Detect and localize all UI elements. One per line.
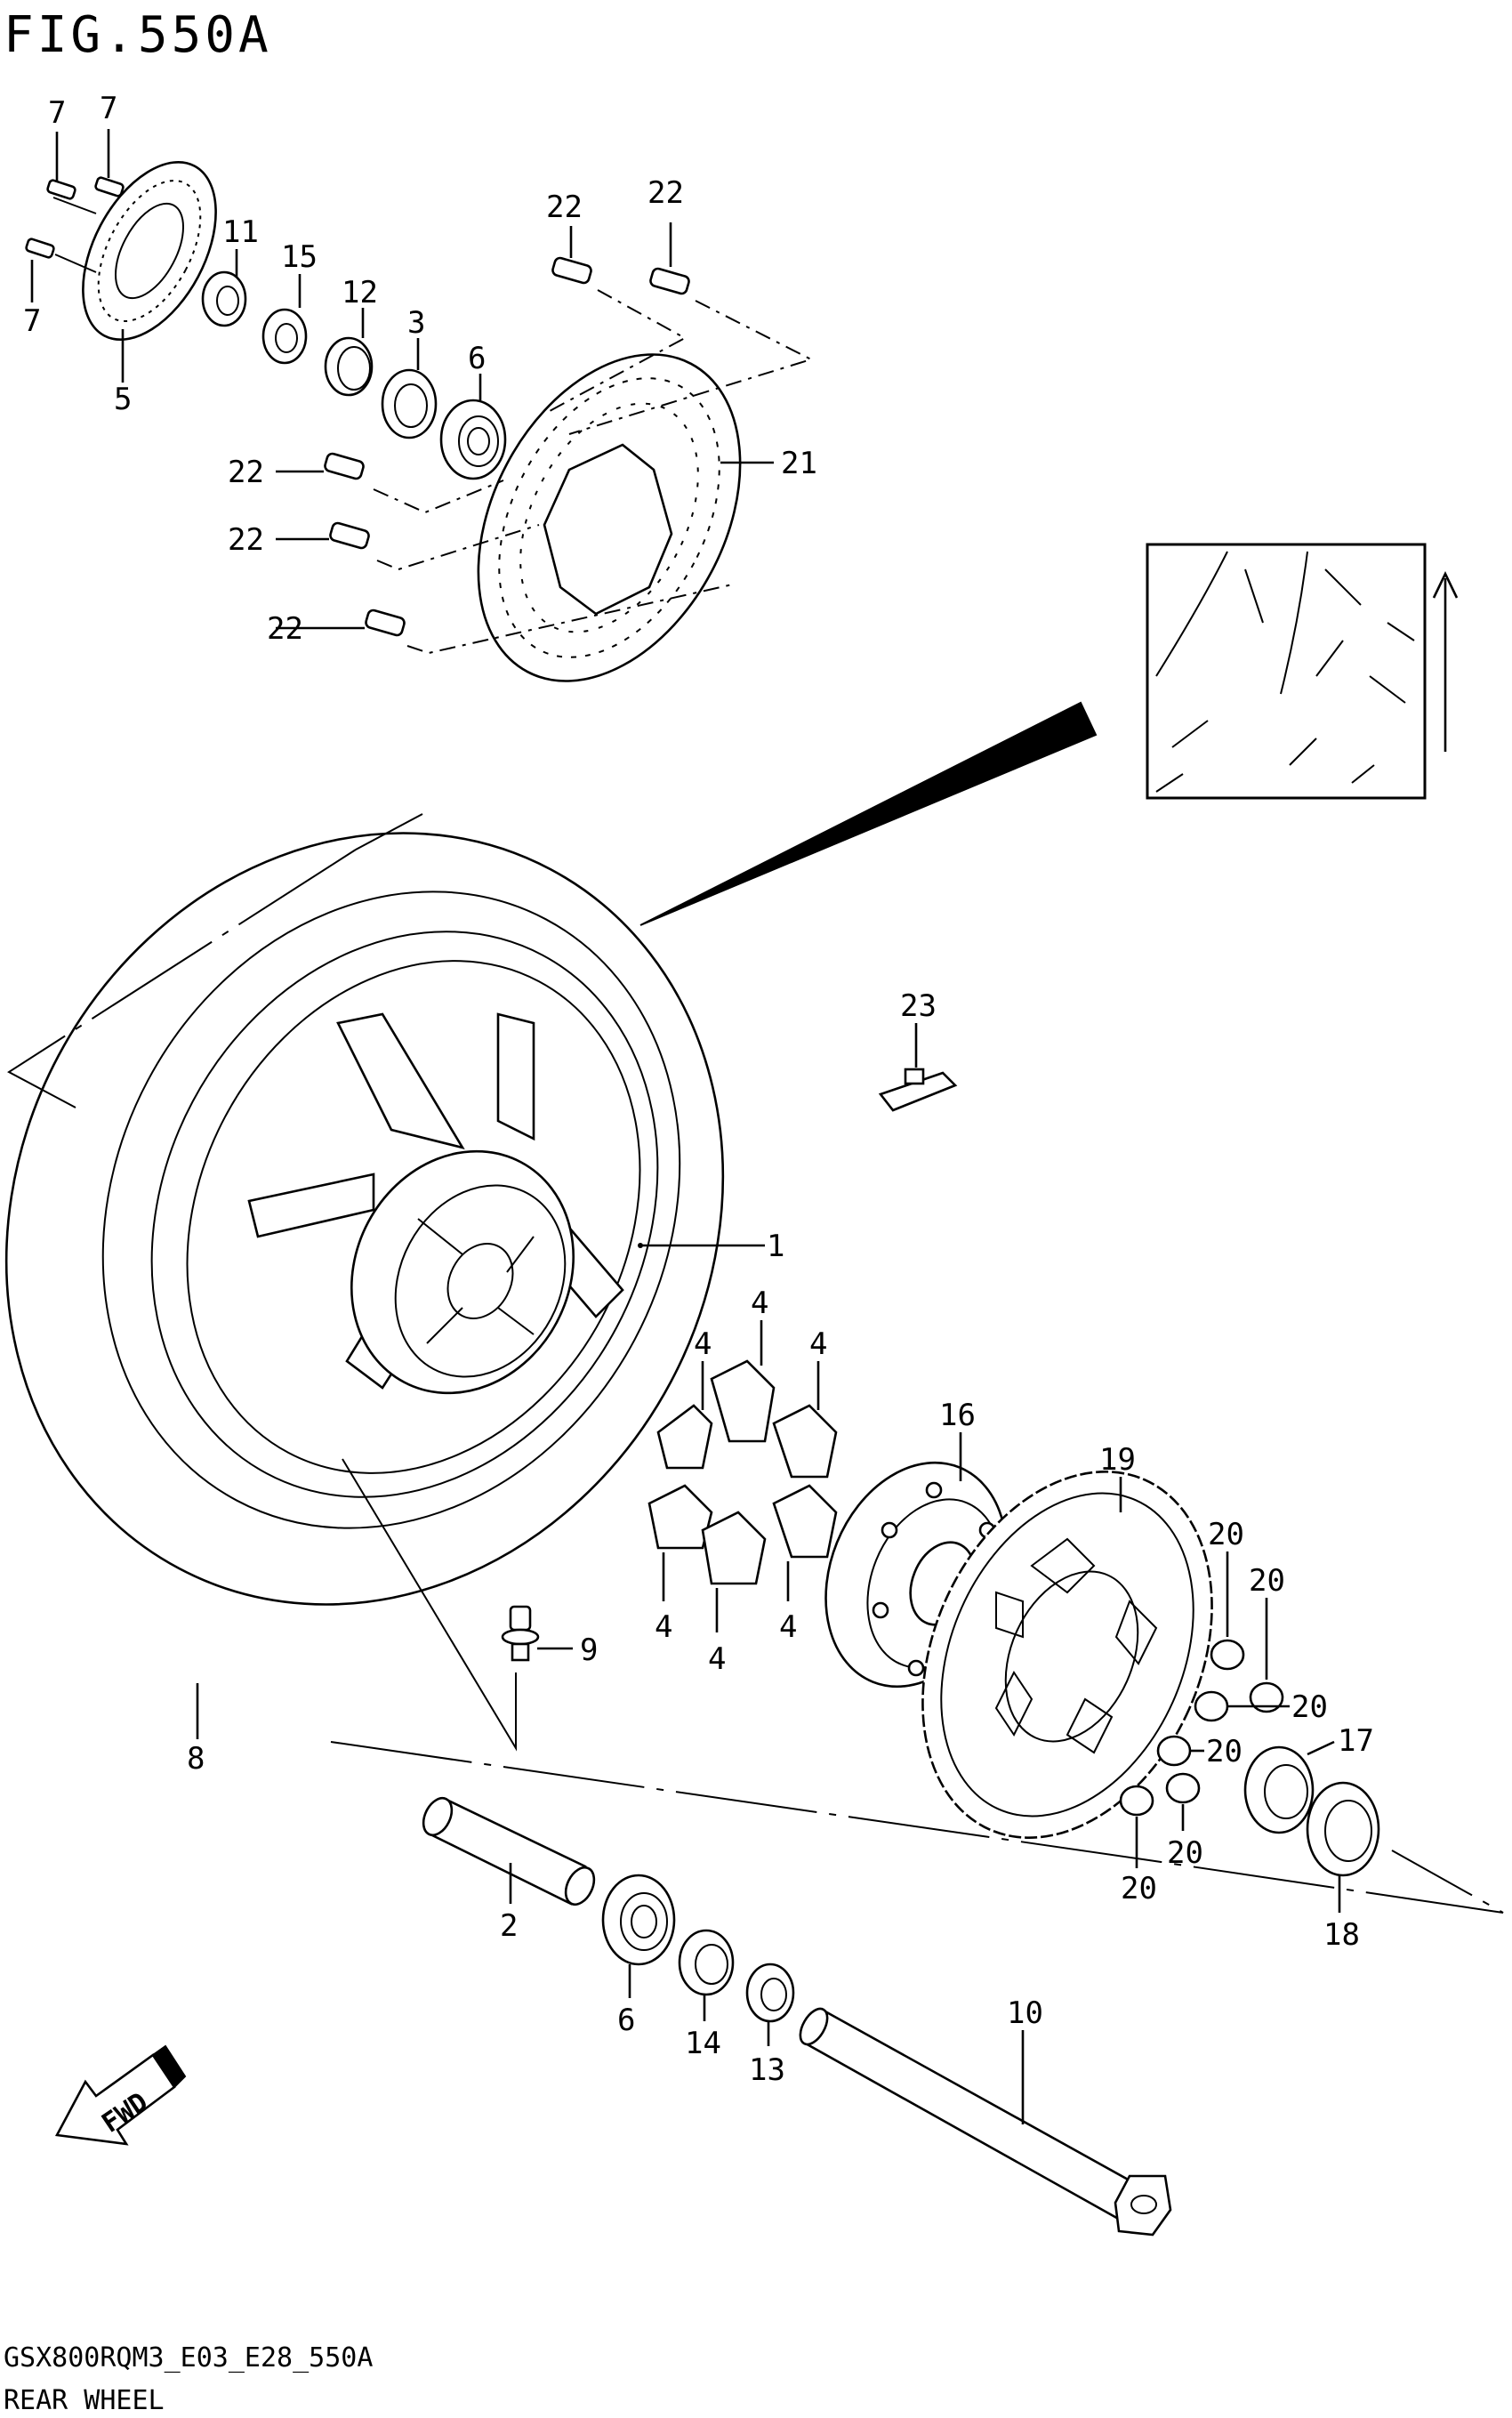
callout-label: 4 [779, 1609, 797, 1645]
callout-label: 9 [580, 1632, 598, 1668]
section-name: REAR WHEEL [4, 2385, 165, 2416]
callout-label: 21 [781, 446, 817, 481]
callout-label: 20 [1121, 1871, 1157, 1906]
rear-axle-part [799, 2007, 1172, 2237]
callout-label: 5 [114, 382, 132, 417]
washer-part [261, 308, 308, 365]
nut-part [201, 270, 247, 327]
callout-label: 8 [187, 1741, 205, 1777]
callout-label: 12 [342, 275, 378, 310]
spacer-part [678, 1929, 735, 1996]
callout-label: 16 [939, 1398, 976, 1433]
callout-label: 6 [468, 341, 486, 376]
screw-part [25, 176, 125, 259]
figure-title: FIG.550A [4, 6, 272, 64]
sensor-rotor-part [82, 160, 217, 342]
rear-wheel-part [4, 832, 725, 1606]
callout-label: 13 [749, 2052, 785, 2088]
callout-label: 17 [1338, 1723, 1374, 1759]
callout-label: 20 [1206, 1734, 1243, 1769]
bearing-part [1243, 1745, 1315, 1834]
balance-weight-part [878, 1068, 958, 1112]
callout-label: 4 [751, 1286, 768, 1321]
callout-label: 1 [767, 1229, 784, 1264]
callout-label: 7 [23, 303, 41, 339]
callout-label: 7 [48, 95, 66, 131]
callout-label: 2 [500, 1908, 518, 1944]
callout-label: 20 [1208, 1517, 1244, 1552]
spacer-part [324, 336, 374, 397]
callout-label: 11 [222, 214, 259, 250]
axle-spacer-part [422, 1796, 596, 1906]
bolt-part [324, 256, 690, 637]
bearing-part [439, 399, 507, 480]
callout-label: 23 [900, 988, 937, 1024]
rear-sprocket-part [921, 1471, 1213, 1839]
callout-label: 14 [685, 2026, 721, 2061]
callout-label: 4 [694, 1326, 712, 1362]
callout-label: 22 [267, 611, 303, 647]
wheel-damper-part [647, 1359, 838, 1585]
callout-label: 20 [1167, 1835, 1203, 1871]
callout-label: 4 [655, 1609, 672, 1645]
callout-label: 22 [647, 175, 684, 211]
callout-label: 4 [809, 1326, 827, 1362]
callout-label: 6 [617, 2003, 635, 2038]
callout-label: 20 [1249, 1563, 1285, 1599]
sprocket-nut-part [1119, 1639, 1284, 1817]
callout-label: 22 [546, 189, 583, 225]
tire-valve-part [501, 1605, 540, 1662]
callout-label: 10 [1007, 1995, 1043, 2031]
brake-disc-part [477, 353, 742, 682]
spacer-part [745, 1963, 795, 2023]
callout-label: 7 [100, 91, 117, 126]
tread-pattern-detail [1146, 543, 1427, 800]
callout-label: 20 [1291, 1689, 1328, 1725]
bearing-part [601, 1874, 676, 1966]
callout-label: 19 [1099, 1442, 1136, 1478]
callout-label: 22 [228, 455, 264, 490]
fwd-arrow-icon: FWD [54, 2044, 187, 2146]
callout-label: 22 [228, 522, 264, 558]
callout-label: 4 [708, 1641, 726, 1677]
spacer-part [381, 368, 438, 439]
callout-label: 15 [281, 239, 318, 275]
callout-label: 18 [1323, 1917, 1360, 1953]
callout-label: 3 [407, 305, 425, 341]
oil-seal-part [1306, 1781, 1380, 1877]
model-code: GSX800RQM3_E03_E28_550A [4, 2342, 373, 2374]
